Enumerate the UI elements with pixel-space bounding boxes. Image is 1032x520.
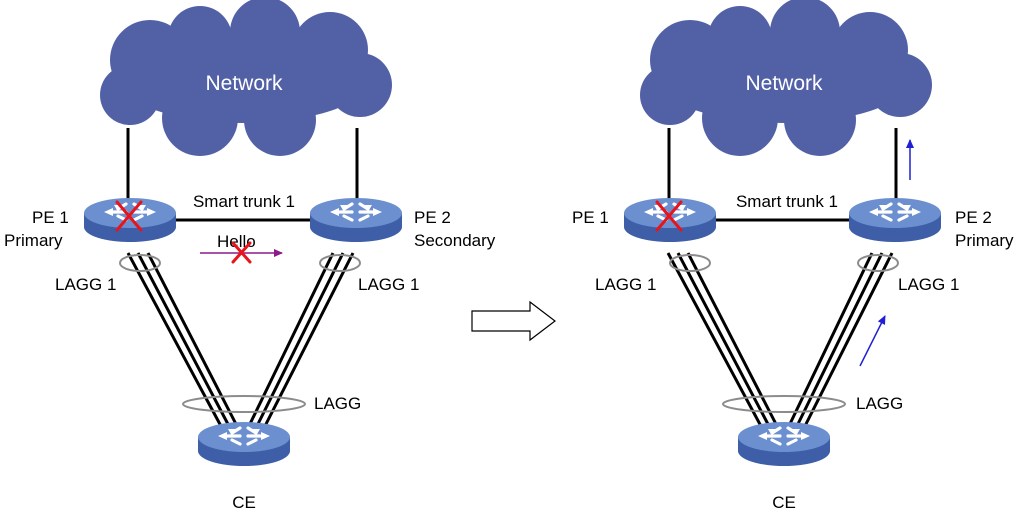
- pe2-router-icon: [308, 196, 404, 244]
- network-cloud: [100, 0, 392, 156]
- lagg1-left-ring-right: [669, 254, 711, 272]
- cloud-label-right: Network: [745, 72, 823, 95]
- pe2-role: Secondary: [414, 231, 496, 250]
- ce-router-icon: [196, 420, 292, 468]
- lagg1-left-links-right: [666, 252, 780, 429]
- lagg1-right-links: [246, 252, 355, 429]
- ce-lagg-ring-right: [722, 395, 846, 413]
- transition-right-arrow-icon: [471, 300, 556, 342]
- lagg1-right-ring: [319, 254, 361, 272]
- ce-label: CE: [232, 493, 256, 512]
- ce-lagg-label-right: LAGG: [856, 394, 903, 413]
- lagg1-left-label: LAGG 1: [55, 275, 116, 294]
- pe2-name: PE 2: [414, 208, 451, 227]
- hello-failure-x-mark-icon: [231, 241, 252, 264]
- network-cloud-right: [640, 0, 932, 156]
- lagg1-right-ring-right: [857, 254, 899, 272]
- lagg1-right-label: LAGG 1: [358, 275, 419, 294]
- lagg1-left-ring: [119, 254, 161, 272]
- pe1-role: Primary: [4, 231, 63, 250]
- smart-trunk-label: Smart trunk 1: [193, 192, 295, 211]
- pe2-router-icon-right: [847, 196, 943, 244]
- ce-lagg-ring: [182, 395, 306, 413]
- ce-lagg-label: LAGG: [314, 394, 361, 413]
- pe1-failure-x-mark-icon: [115, 200, 143, 232]
- ce-label-right: CE: [772, 493, 796, 512]
- pe1-failure-x-mark-icon-right: [655, 200, 683, 232]
- lagg1-right-label-right: LAGG 1: [898, 275, 959, 294]
- lagg1-left-links: [126, 252, 240, 429]
- smart-trunk-label-right: Smart trunk 1: [736, 192, 838, 211]
- ce-router-icon-right: [736, 420, 832, 468]
- lagg1-right-links-right: [786, 252, 894, 429]
- cloud-label: Network: [205, 72, 283, 95]
- right-panel: Network Smart trunk 1 PE 1 PE 2: [572, 0, 1014, 512]
- traffic-diagonal-arrow-icon: [859, 315, 886, 367]
- pe2-name-right: PE 2: [955, 208, 992, 227]
- left-panel: Network Smart trunk 1: [4, 0, 496, 512]
- pe1-router-icon: [82, 196, 178, 244]
- lagg1-left-label-right: LAGG 1: [595, 275, 656, 294]
- pe2-role-right: Primary: [955, 231, 1014, 250]
- pe1-name: PE 1: [32, 208, 69, 227]
- pe1-name-right: PE 1: [572, 208, 609, 227]
- pe1-router-icon-right: [622, 196, 718, 244]
